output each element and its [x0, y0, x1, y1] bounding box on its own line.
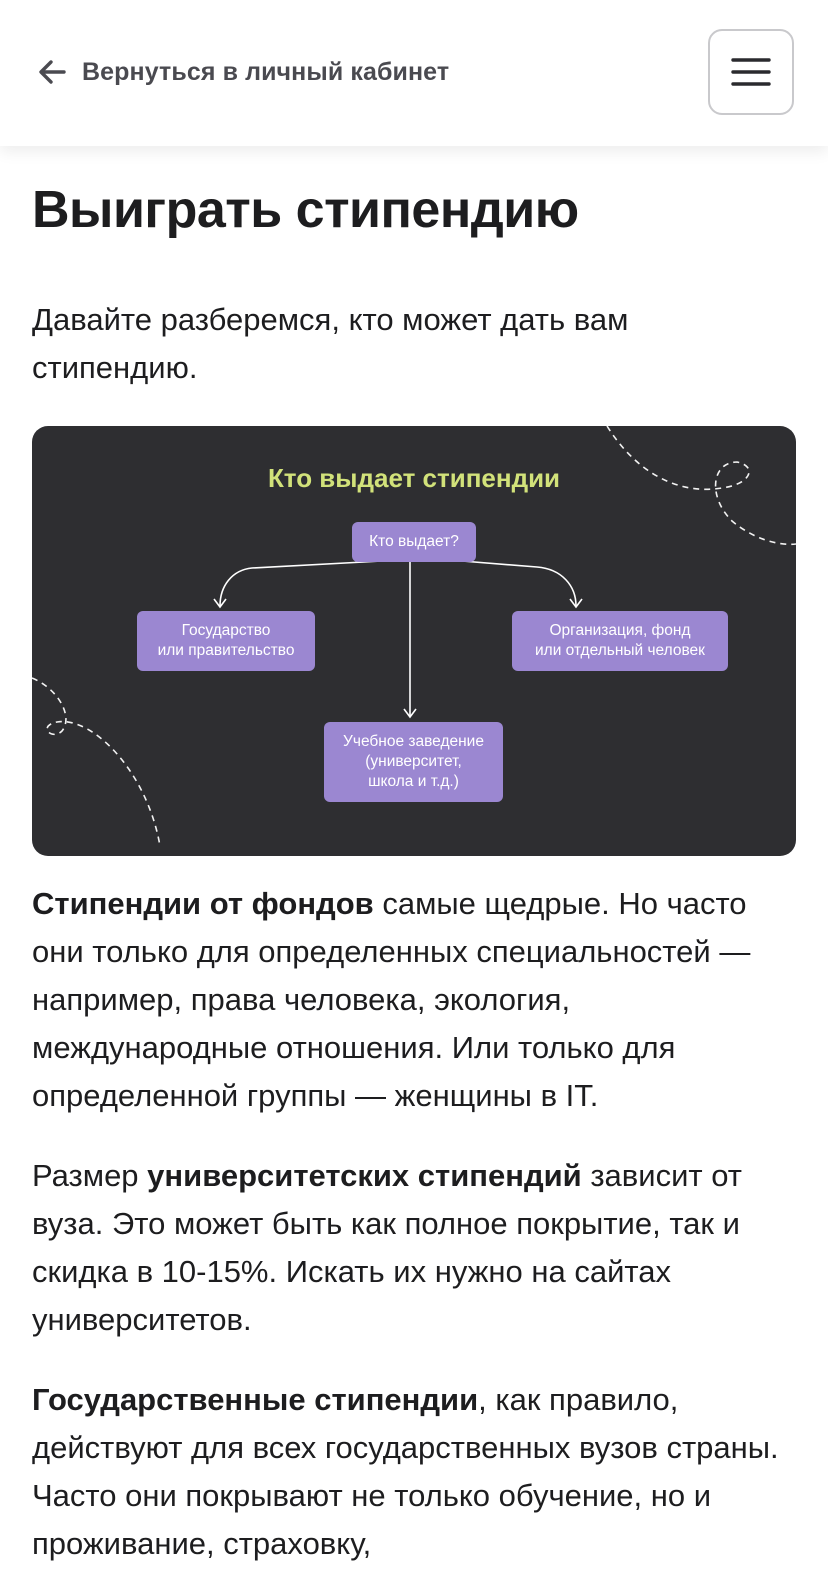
paragraph-government-text: , как правило, действуют для всех госуда…: [32, 1382, 779, 1561]
diagram-connectors: [32, 426, 796, 847]
decorative-dashed-swirl-bottom: [32, 677, 161, 847]
connector-to-organization: [461, 560, 577, 607]
paragraph-university: Размер университетских стипендий зависит…: [32, 1152, 802, 1344]
arrow-left-icon: [39, 60, 66, 84]
paragraph-university-bold: университетских стипендий: [147, 1158, 582, 1193]
page-title: Выиграть стипендию: [32, 181, 579, 239]
diagram-node-organization: Организация, фонд или отдельный человек: [512, 611, 728, 671]
diagram-node-government: Государство или правительство: [137, 611, 315, 671]
intro-text: Давайте разберемся, кто может дать вам с…: [32, 302, 629, 385]
paragraph-foundations-bold: Стипендии от фондов: [32, 886, 374, 921]
menu-button[interactable]: [708, 29, 794, 115]
paragraph-government: Государственные стипендии, как правило, …: [32, 1376, 802, 1568]
top-bar: Вернуться в личный кабинет: [0, 0, 828, 146]
arrowhead-organization: [569, 598, 583, 609]
paragraph-government-bold: Государственные стипендии: [32, 1382, 479, 1417]
paragraph-foundations-text: самые щедрые. Но часто они только для оп…: [32, 886, 751, 1113]
hamburger-icon: [731, 58, 771, 86]
paragraph-foundations: Стипендии от фондов самые щедрые. Но час…: [32, 880, 802, 1120]
back-to-account-link[interactable]: Вернуться в личный кабинет: [36, 50, 449, 94]
decorative-dashed-swirl-top: [606, 426, 796, 546]
paragraph-university-pre: Размер: [32, 1158, 148, 1193]
connector-to-government: [219, 560, 383, 607]
diagram-node-root: Кто выдает?: [352, 522, 476, 562]
diagram-node-university: Учебное заведение (университет, школа и …: [324, 722, 503, 802]
arrowhead-university: [403, 708, 417, 719]
arrowhead-government: [213, 598, 227, 609]
paragraph-university-text: зависит от вуза. Это может быть как полн…: [32, 1158, 742, 1337]
back-link-label: Вернуться в личный кабинет: [82, 57, 450, 86]
diagram-title: Кто выдает стипендии: [267, 463, 561, 493]
